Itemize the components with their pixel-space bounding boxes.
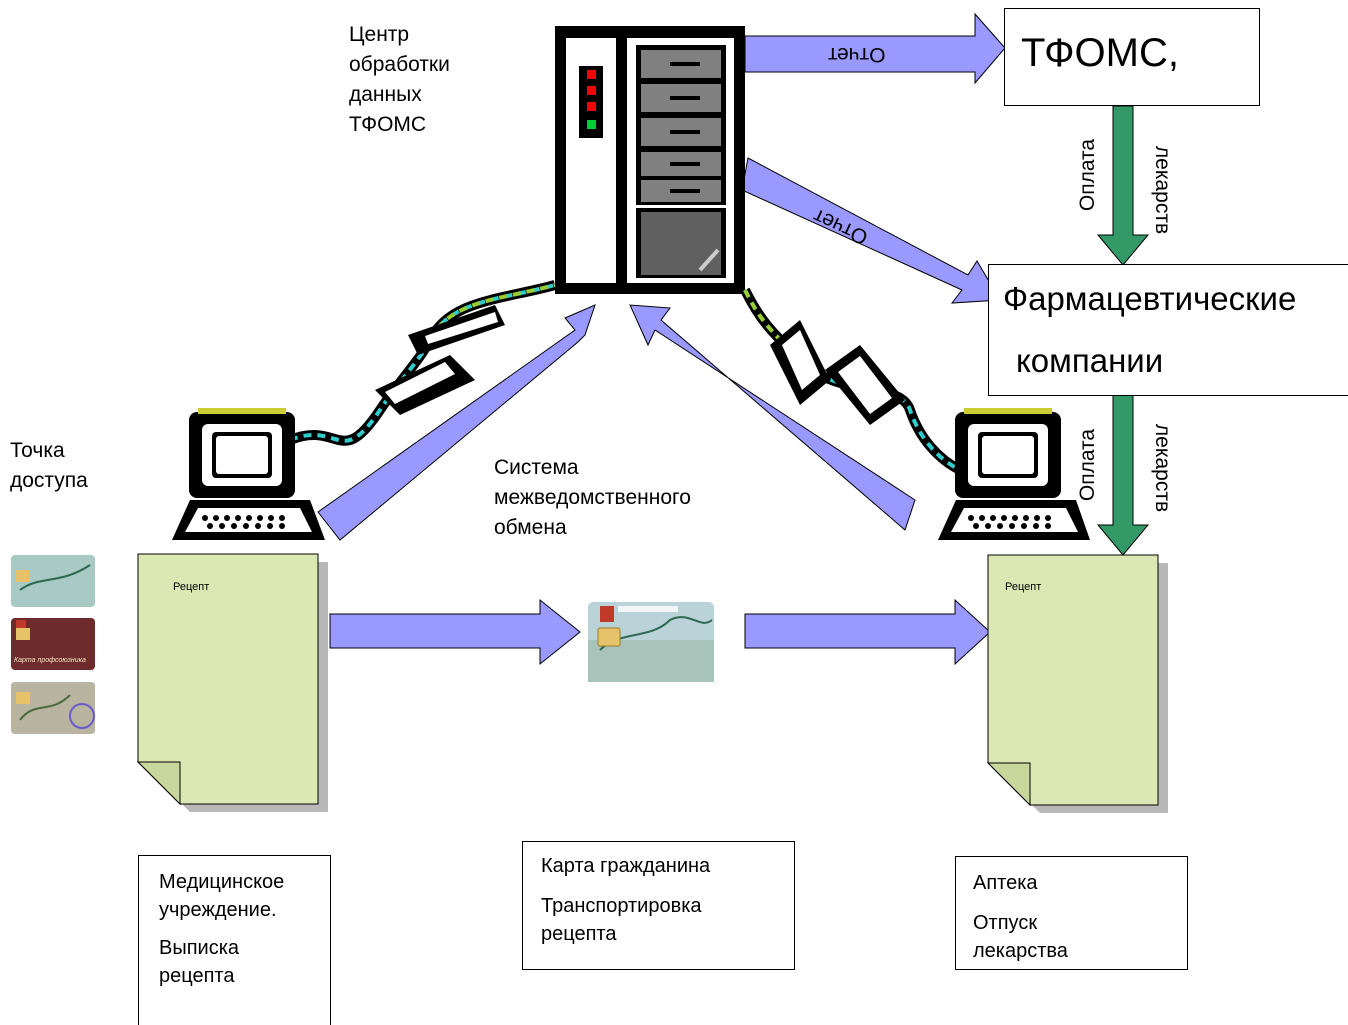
data-center-line-3: данных bbox=[349, 83, 422, 106]
access-point-line-1: Точка bbox=[10, 439, 65, 462]
medical-line-3: Выписка bbox=[159, 937, 240, 959]
upload-arrow-right bbox=[629, 304, 916, 531]
pharmacy-recipe-label: Рецепт bbox=[1005, 581, 1042, 593]
access-point-label: Точка доступа bbox=[10, 436, 88, 496]
medical-line-4: рецепта bbox=[159, 965, 235, 987]
exchange-system-line-2: межведомственного bbox=[494, 486, 691, 509]
upload-arrow-left bbox=[317, 304, 596, 541]
medical-recipe-document bbox=[136, 553, 328, 812]
pharmacy-line-3: лекарства bbox=[973, 940, 1068, 962]
payment-label-top-2: лекарств bbox=[1151, 145, 1175, 235]
pharmacy-box: Аптека Отпуск лекарства bbox=[955, 856, 1188, 970]
payment-label-bottom-2: лекарств bbox=[1151, 423, 1175, 513]
transfer-arrow-to-card bbox=[329, 598, 581, 666]
citizen-line-2: Транспортировка bbox=[541, 895, 702, 917]
data-center-label: Центр обработки данных ТФОМС bbox=[349, 20, 450, 140]
server-icon bbox=[555, 26, 745, 294]
medical-line-1: Медицинское bbox=[159, 871, 285, 893]
pharma-line-1: Фармацевтические bbox=[1003, 280, 1297, 317]
tfoms-box: ТФОМС, bbox=[1004, 8, 1260, 106]
data-center-line-2: обработки bbox=[349, 53, 450, 76]
citizen-card-image bbox=[588, 602, 714, 682]
payment-arrow-pharma-pharmacy bbox=[1096, 393, 1150, 556]
left-computer-icon bbox=[172, 408, 325, 540]
citizen-card-text: Карта гражданина Транспортировка рецепта bbox=[541, 852, 710, 948]
citizen-card-box: Карта гражданина Транспортировка рецепта bbox=[522, 841, 795, 970]
access-card-caption: Карта профсоюзника bbox=[14, 657, 86, 664]
pharmacy-line-1: Аптека bbox=[973, 872, 1038, 894]
right-cable-icon bbox=[740, 287, 963, 475]
report-arrow-to-tfoms bbox=[744, 12, 1006, 85]
medical-institution-text: Медицинское учреждение. Выписка рецепта bbox=[159, 868, 284, 990]
tfoms-label: ТФОМС, bbox=[1021, 31, 1179, 75]
data-center-line-4: ТФОМС bbox=[349, 113, 427, 136]
access-card-2 bbox=[11, 618, 95, 670]
access-card-1 bbox=[11, 555, 95, 607]
pharmacy-text: Аптека Отпуск лекарства bbox=[973, 869, 1068, 965]
right-computer-icon bbox=[938, 408, 1090, 540]
pharmacy-recipe-document bbox=[986, 554, 1168, 813]
payment-label-bottom-1: Оплата bbox=[1076, 428, 1100, 502]
report-arrow-to-pharma bbox=[741, 157, 1001, 304]
pharmacy-line-2: Отпуск bbox=[973, 912, 1038, 934]
payment-label-top-1: Оплата bbox=[1076, 138, 1100, 212]
medical-line-2: учреждение. bbox=[159, 899, 277, 921]
citizen-line-1: Карта гражданина bbox=[541, 855, 711, 877]
left-cable-icon bbox=[288, 280, 557, 446]
report-label-top: Отчет bbox=[828, 43, 886, 66]
medical-recipe-label: Рецепт bbox=[173, 581, 210, 593]
citizen-line-3: рецепта bbox=[541, 923, 617, 945]
transfer-arrow-to-pharmacy bbox=[744, 598, 991, 666]
pharma-box: Фармацевтические компании bbox=[988, 264, 1348, 396]
access-card-3 bbox=[11, 682, 95, 734]
exchange-system-line-3: обмена bbox=[494, 516, 567, 539]
exchange-system-line-1: Система bbox=[494, 456, 579, 479]
access-point-line-2: доступа bbox=[10, 469, 88, 492]
exchange-system-label: Система межведомственного обмена bbox=[494, 453, 691, 543]
data-center-line-1: Центр bbox=[349, 23, 410, 46]
medical-institution-box: Медицинское учреждение. Выписка рецепта bbox=[138, 855, 331, 1025]
payment-arrow-tfoms-pharma bbox=[1096, 105, 1150, 266]
pharma-line-2: компании bbox=[1016, 342, 1164, 379]
